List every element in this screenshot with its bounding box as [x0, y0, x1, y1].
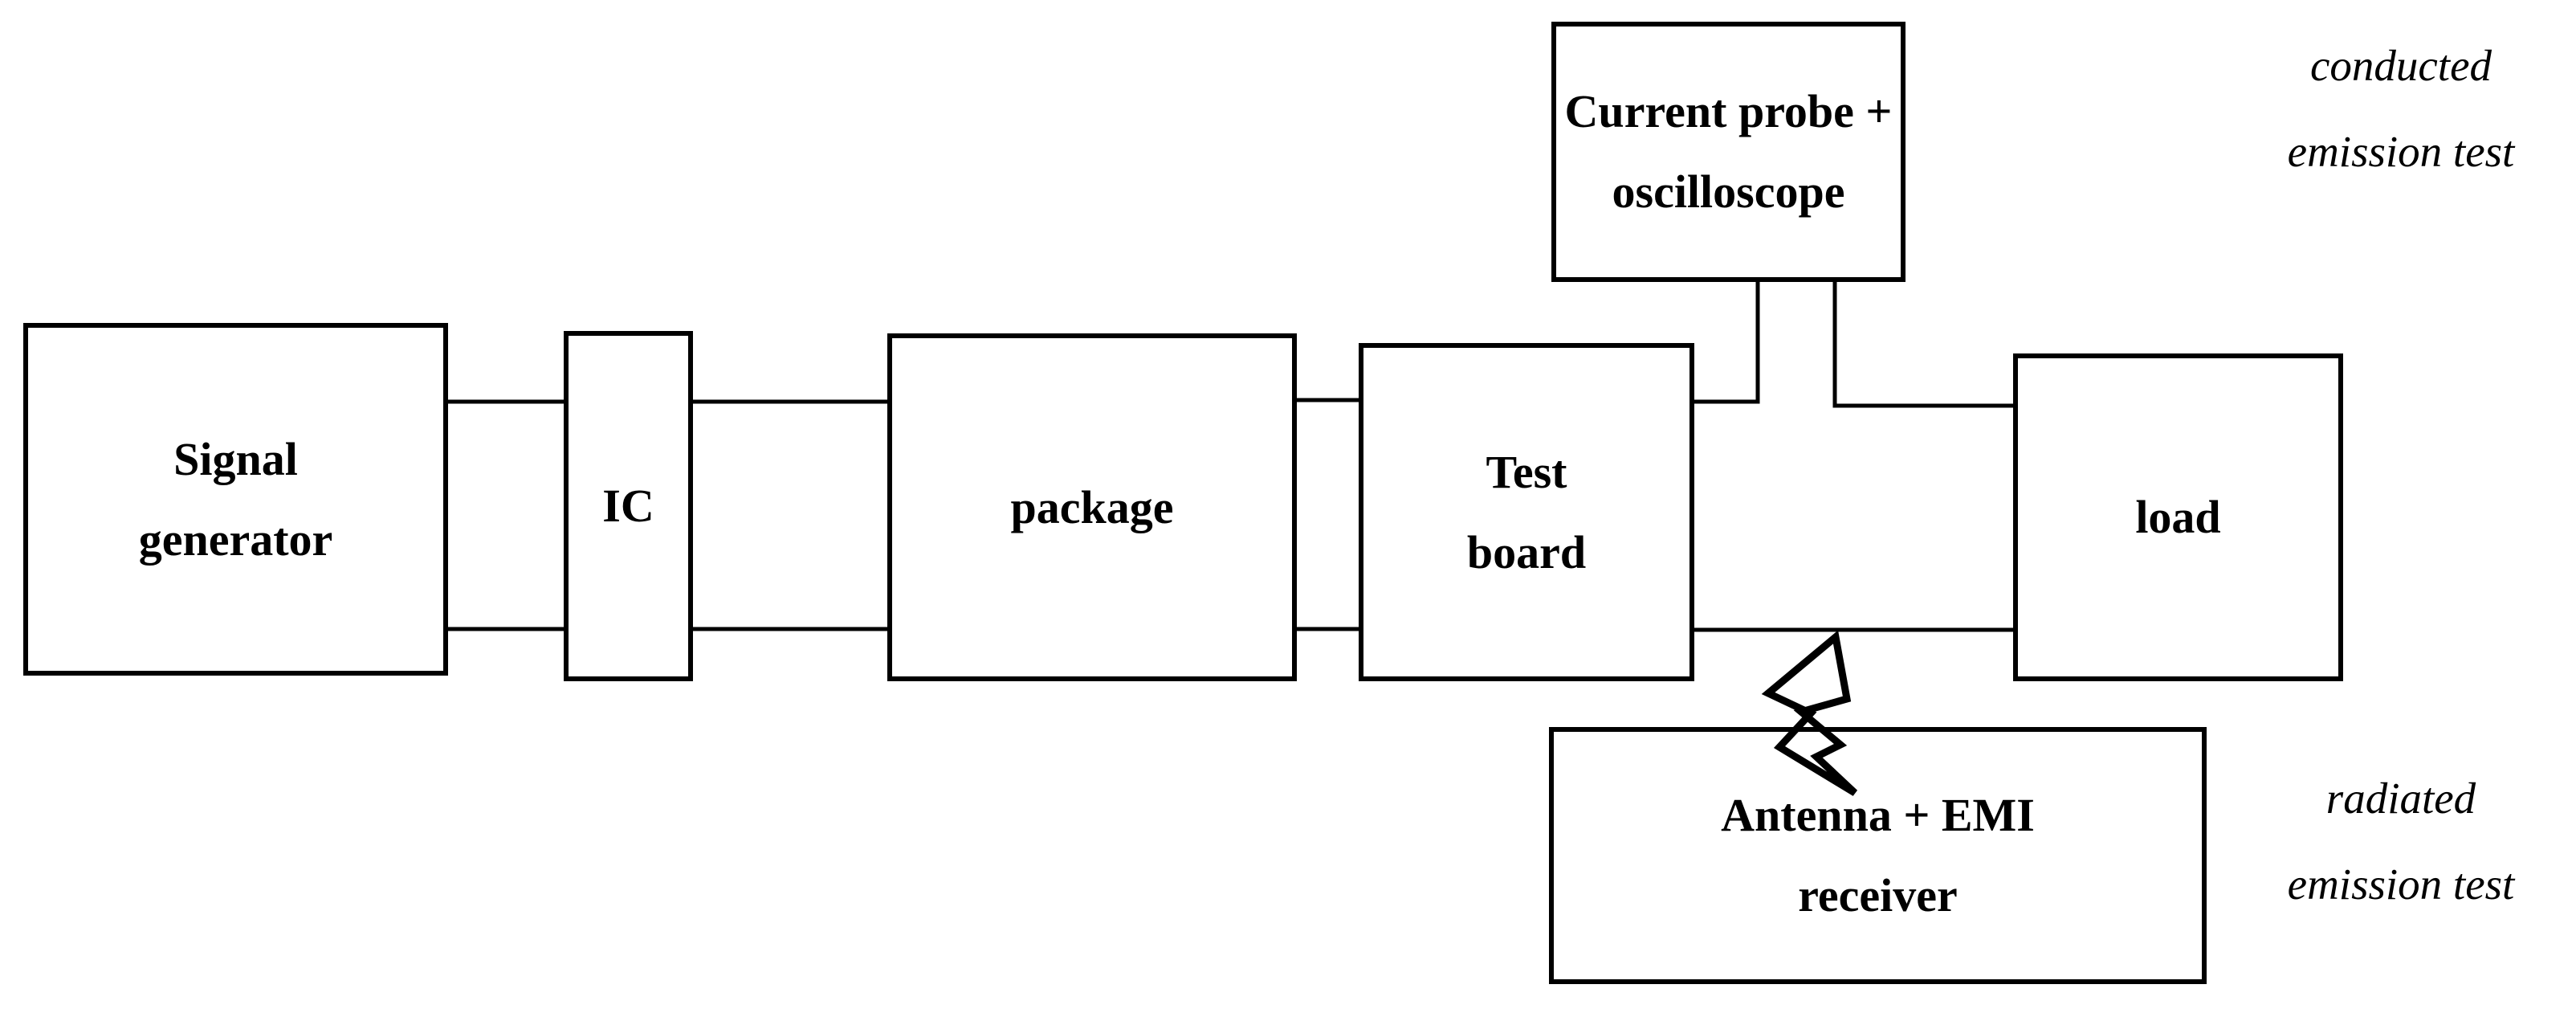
connector-board-to-probe [1692, 280, 1760, 404]
annotation-conducted-emission-test: conducted emission test [2232, 22, 2570, 176]
block-ic[interactable] [564, 331, 693, 681]
block-signal-generator[interactable] [23, 323, 448, 676]
annotation-radiated-line1: radiated [2325, 774, 2476, 823]
annotation-conducted-line2: emission test [2287, 127, 2515, 177]
block-test-board[interactable] [1359, 343, 1694, 681]
connector-group [446, 280, 2016, 632]
block-load[interactable] [2013, 353, 2343, 681]
annotation-radiated-line2: emission test [2287, 860, 2515, 909]
connector-probe-to-load [1832, 280, 2016, 408]
block-antenna-emi-receiver[interactable] [1549, 727, 2207, 984]
block-current-probe-oscilloscope[interactable] [1551, 22, 1906, 282]
block-package[interactable] [887, 333, 1297, 681]
annotation-radiated-emission-test: radiated emission test [2232, 755, 2570, 909]
block-group [23, 22, 2343, 984]
annotation-conducted-line1: conducted [2309, 41, 2492, 90]
lightning-bolt-icon [1761, 630, 1858, 796]
